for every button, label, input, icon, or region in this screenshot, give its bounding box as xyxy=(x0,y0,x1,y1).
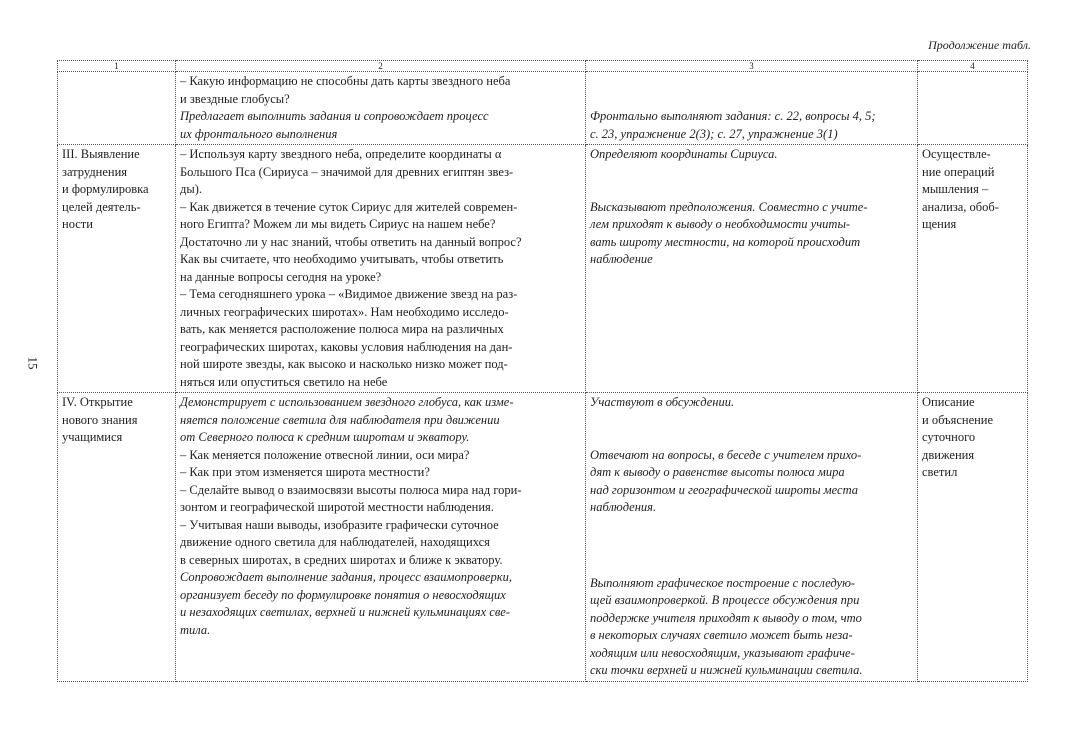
row1-students: Определяют координаты Сириуса. Высказыва… xyxy=(585,144,918,393)
row0-students: Фронтально выполняют задания: с. 22, воп… xyxy=(585,71,918,145)
lesson-table: 1 2 3 4 – Какую информацию не способны д… xyxy=(57,60,1028,682)
row0-students-action: Фронтально выполняют задания: с. 22, воп… xyxy=(590,109,876,141)
row2-students: Участвуют в обсуждении. Отвечают на вопр… xyxy=(585,392,918,682)
table-row: III. Выявление затруднения и формулировк… xyxy=(57,144,1028,393)
header-col-4: 4 xyxy=(917,60,1028,72)
row2-teacher: Демонстрирует с использованием звездного… xyxy=(175,392,586,682)
row2-teacher-questions: – Как меняется положение отвесной линии,… xyxy=(180,447,522,567)
row1-students-a: Определяют координаты Сириуса. xyxy=(590,147,778,161)
page-number: 15 xyxy=(25,356,41,370)
table-row: IV. Открытие нового знания учащимися Дем… xyxy=(57,392,1028,682)
row0-stage xyxy=(57,71,176,145)
row1-students-b: Высказывают предположения. Совместно с у… xyxy=(590,199,868,267)
continuation-label: Продолжение табл. xyxy=(928,38,1031,52)
row1-result: Осуществле- ние операций мышления – анал… xyxy=(917,144,1028,393)
header-row: 1 2 3 4 xyxy=(57,60,1028,72)
row2-teacher-demo: Демонстрирует с использованием звездного… xyxy=(180,395,514,444)
row2-students-a: Участвуют в обсуждении. xyxy=(590,395,735,409)
row0-teacher-action: Предлагает выполнить задания и сопровожд… xyxy=(180,109,489,141)
row2-teacher-action: Сопровождает выполнение задания, процесс… xyxy=(180,570,512,637)
row2-stage: IV. Открытие нового знания учащимися xyxy=(57,392,176,682)
header-col-3: 3 xyxy=(585,60,918,72)
row2-students-b: Отвечают на вопросы, в беседе с учителем… xyxy=(590,447,862,515)
header-col-1: 1 xyxy=(57,60,176,72)
row1-teacher: – Используя карту звездного неба, опреде… xyxy=(175,144,586,393)
row2-result: Описание и объяснение суточного движения… xyxy=(917,392,1028,682)
row2-students-c: Выполняют графическое построение с после… xyxy=(590,575,863,678)
header-col-2: 2 xyxy=(175,60,586,72)
row1-stage: III. Выявление затруднения и формулировк… xyxy=(57,144,176,393)
row0-teacher: – Какую информацию не способны дать карт… xyxy=(175,71,586,145)
row0-result xyxy=(917,71,1028,145)
table-row: – Какую информацию не способны дать карт… xyxy=(57,71,1028,145)
row0-teacher-question: – Какую информацию не способны дать карт… xyxy=(180,74,511,106)
